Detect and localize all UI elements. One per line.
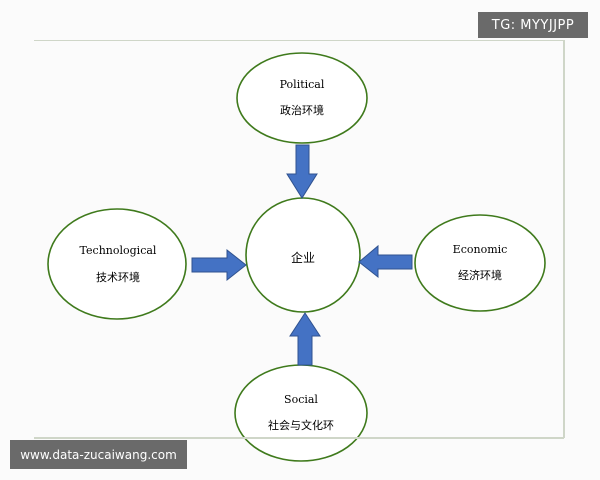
political-node-zh: 政治环境 (280, 103, 324, 117)
top-watermark-badge: TG: MYYJJPP (478, 12, 588, 38)
social-node-zh: 社会与文化环 (268, 418, 334, 432)
political-arrow (286, 144, 318, 199)
social-arrow (289, 312, 321, 366)
center-node-label: 企业 (291, 250, 315, 265)
bottom-watermark-badge: www.data-zucaiwang.com (10, 440, 187, 469)
social-node (234, 364, 368, 462)
frame-right-edge (563, 40, 565, 438)
technological-node-en: Technological (80, 244, 157, 257)
technological-arrow (191, 248, 247, 282)
center-node (245, 197, 361, 313)
economic-node-en: Economic (453, 243, 508, 256)
technological-node-zh: 技术环境 (96, 270, 140, 284)
economic-arrow (358, 244, 413, 279)
technological-node (47, 208, 187, 320)
frame-bottom-edge (34, 437, 564, 439)
economic-node (414, 214, 546, 312)
social-node-en: Social (284, 393, 318, 406)
frame-top-edge (34, 40, 564, 41)
political-node (236, 52, 368, 144)
economic-node-zh: 经济环境 (458, 268, 502, 282)
political-node-en: Political (280, 78, 325, 91)
